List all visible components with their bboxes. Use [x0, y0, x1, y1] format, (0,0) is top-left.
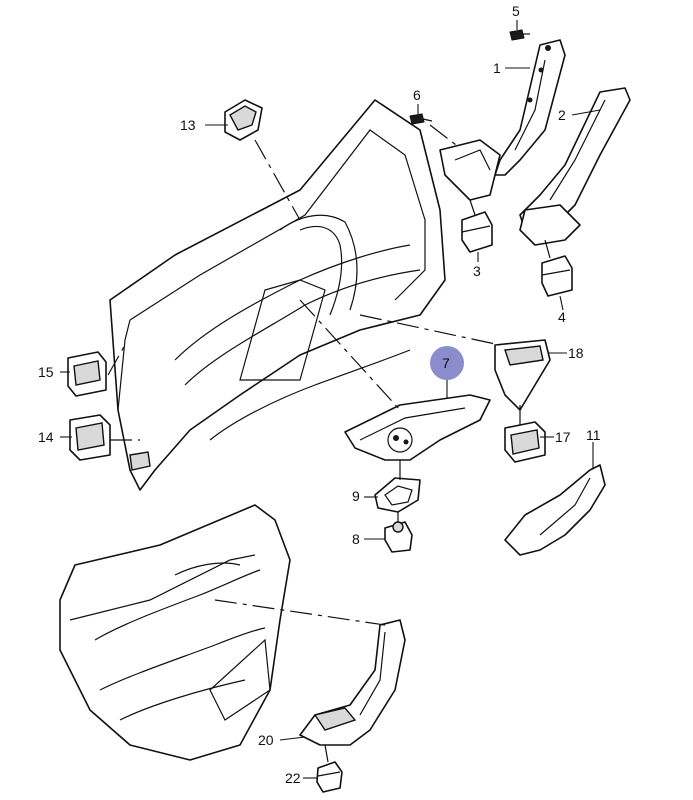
part-17-switch — [504, 421, 546, 463]
part-5-screw — [509, 29, 530, 41]
part-1-bracket — [439, 39, 566, 201]
part-7-armrest-cover — [344, 394, 491, 461]
part-15-switch — [67, 351, 107, 397]
callout-8: 8 — [352, 531, 360, 547]
callout-20: 20 — [258, 732, 274, 748]
callout-2: 2 — [558, 107, 566, 123]
part-11-trim-strip — [504, 464, 606, 556]
part-8-mirror-switch — [384, 521, 413, 553]
callout-11: 11 — [586, 427, 601, 443]
part-4-switch — [541, 255, 573, 297]
callout-22: 22 — [285, 770, 301, 786]
highlight-marker-7 — [430, 346, 464, 380]
callout-18: 18 — [568, 345, 584, 361]
callout-5: 5 — [512, 3, 520, 19]
assembly-lines — [107, 124, 551, 763]
part-6-screw — [409, 113, 433, 125]
part-22-switch — [316, 761, 343, 793]
leader-lines — [60, 20, 601, 779]
callout-9: 9 — [352, 488, 360, 504]
callout-15: 15 — [38, 364, 54, 380]
callout-14: 14 — [38, 429, 54, 445]
door-trim-panel-lower — [59, 504, 291, 761]
part-13-switch — [224, 99, 263, 141]
part-2-pull-handle — [519, 87, 631, 246]
part-9-frame — [374, 477, 421, 513]
callout-4: 4 — [558, 309, 566, 325]
part-14-switch-block — [69, 414, 111, 461]
callout-17: 17 — [555, 429, 571, 445]
part-3-switch — [461, 211, 493, 253]
callout-1: 1 — [493, 60, 501, 76]
part-20-lower-handle — [299, 619, 406, 746]
callout-labels: 5 1 2 3 4 6 13 15 14 18 17 11 9 8 20 22 … — [38, 3, 601, 786]
callout-6: 6 — [413, 87, 421, 103]
callout-13: 13 — [180, 117, 196, 133]
callout-3: 3 — [473, 263, 481, 279]
callout-7: 7 — [442, 355, 450, 371]
part-18-trim-cap — [494, 339, 551, 411]
